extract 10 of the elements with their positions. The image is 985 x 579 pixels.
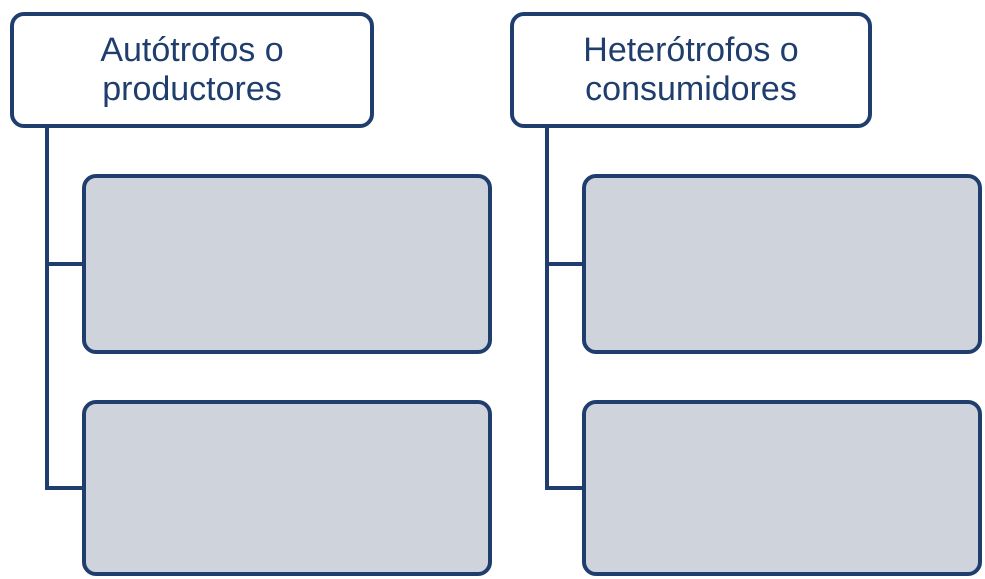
heading-text: Heterótrofos o consumidores — [582, 30, 800, 110]
empty-box — [82, 174, 492, 354]
empty-box — [582, 174, 982, 354]
empty-box — [82, 400, 492, 576]
heading-box — [510, 12, 872, 128]
connector-line — [545, 128, 582, 490]
empty-box — [582, 400, 982, 576]
heading-box — [10, 12, 374, 128]
heading-text: Autótrofos o productores — [99, 30, 285, 110]
connector-line — [45, 128, 82, 490]
